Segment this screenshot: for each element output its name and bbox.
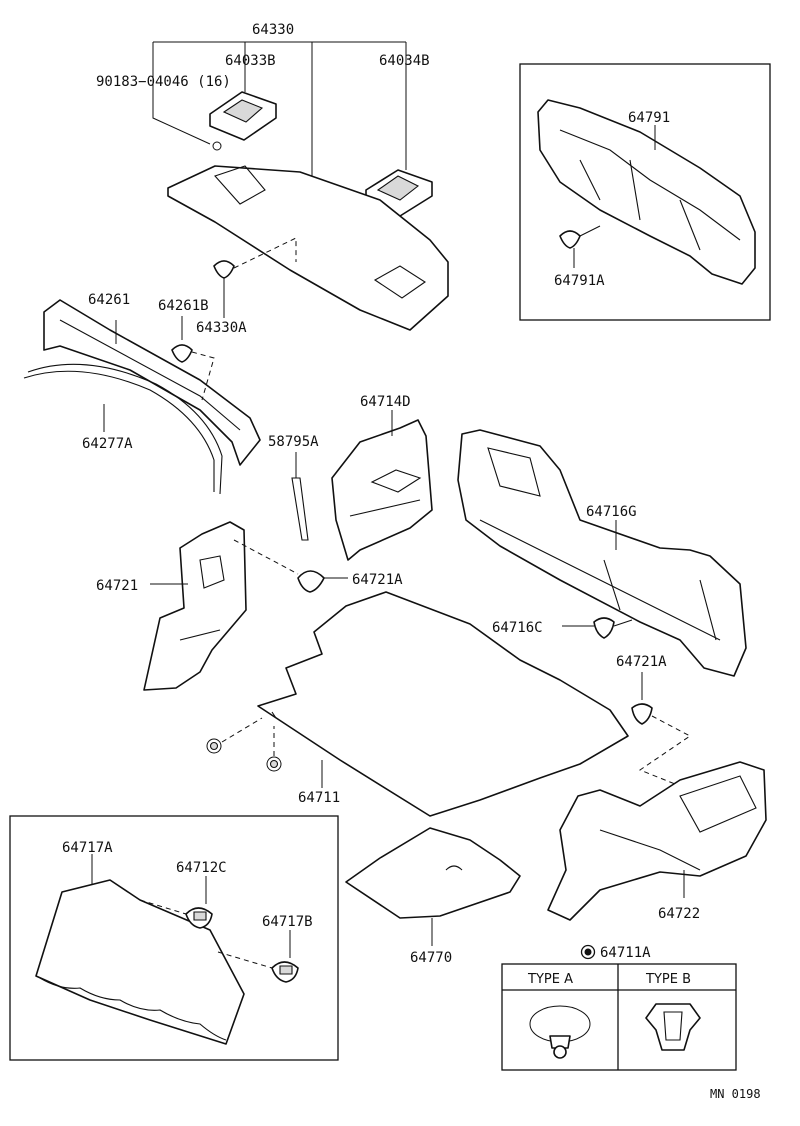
floor-mat-64711	[257, 591, 629, 817]
clip-type-b-icon	[645, 1003, 701, 1051]
label-64711: 64711	[298, 790, 340, 806]
trim-left-group	[23, 299, 261, 495]
clip-64721a-lower	[631, 703, 653, 725]
label-64722: 64722	[658, 906, 700, 922]
floor-mat-64711-group	[206, 591, 629, 817]
clip-64261b	[171, 344, 193, 363]
panel-64717a	[35, 879, 245, 1045]
label-64721: 64721	[96, 578, 138, 594]
inset-64791	[519, 63, 771, 321]
clip-type-a-icon	[529, 1005, 591, 1059]
nut-90183	[212, 141, 222, 151]
table-header-type-b: TYPE B	[645, 972, 691, 987]
label-64716g: 64716G	[586, 504, 637, 520]
trim-64721	[143, 521, 247, 691]
label-64721a-lower: 64721A	[616, 654, 667, 670]
trim-64721-group	[143, 521, 348, 691]
panel-64791	[537, 99, 756, 285]
trim-64722-group	[547, 672, 767, 921]
trim-64716g-group	[457, 429, 747, 677]
clip-64330a	[213, 260, 235, 279]
inset-64717a	[9, 815, 339, 1061]
clip-64791a	[559, 230, 581, 249]
trim-64722	[547, 761, 767, 921]
label-64033b: 64033B	[225, 53, 276, 69]
label-64721a-upper: 64721A	[352, 572, 403, 588]
label-64791: 64791	[628, 110, 670, 126]
label-64791a: 64791A	[554, 273, 605, 289]
type-table	[501, 944, 737, 1071]
clip-64721a-upper	[297, 570, 325, 593]
labels: 64330 64033B 64034B 90183−04046 (16) 647…	[62, 22, 761, 1101]
label-64330a: 64330A	[196, 320, 247, 336]
label-64714d: 64714D	[360, 394, 411, 410]
label-64277a: 64277A	[82, 436, 133, 452]
trim-64714d	[331, 419, 433, 561]
label-58795a: 58795A	[268, 434, 319, 450]
label-64716c: 64716C	[492, 620, 543, 636]
middle-trim-group	[291, 410, 433, 561]
label-64717a: 64717A	[62, 840, 113, 856]
footer-code: MN 0198	[710, 1087, 761, 1101]
table-header-type-a: TYPE A	[527, 972, 573, 987]
label-90183: 90183−04046 (16)	[96, 74, 231, 90]
label-64711a: 64711A	[600, 945, 651, 961]
label-64034b: 64034B	[379, 53, 430, 69]
label-64330: 64330	[252, 22, 294, 38]
label-64717b: 64717B	[262, 914, 313, 930]
mat-64770	[345, 827, 521, 919]
label-64261b: 64261B	[158, 298, 209, 314]
mat-64770-group	[345, 827, 521, 946]
label-64712c: 64712C	[176, 860, 227, 876]
trim-64716g	[457, 429, 747, 677]
weatherstrip-64277a	[23, 370, 215, 492]
label-64770: 64770	[410, 950, 452, 966]
package-tray-group	[152, 41, 449, 331]
label-64261: 64261	[88, 292, 130, 308]
strip-58795a	[291, 477, 309, 541]
clip-64716c	[593, 617, 615, 639]
